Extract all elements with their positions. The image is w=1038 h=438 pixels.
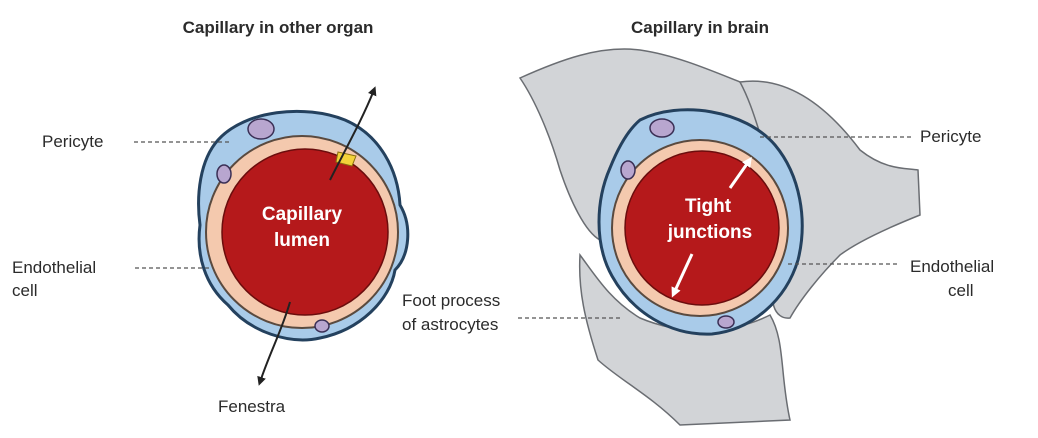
left-pericyte-label: Pericyte — [42, 132, 103, 151]
right-endothelial-label-line1: Endothelial — [910, 257, 994, 276]
left-bottom-nucleus — [315, 320, 329, 332]
left-title: Capillary in other organ — [183, 18, 374, 37]
right-endothelial-nucleus — [621, 161, 635, 179]
right-pericyte-nucleus — [650, 119, 674, 137]
left-endothelial-label-line2: cell — [12, 281, 38, 300]
left-endothelial-label-line1: Endothelial — [12, 258, 96, 277]
tight-junctions-label-line1: Tight — [685, 196, 732, 217]
tight-junctions-label-line2: junctions — [667, 222, 752, 243]
foot-process-label-line2: of astrocytes — [402, 315, 498, 334]
right-endothelial-label-line2: cell — [948, 281, 974, 300]
left-capillary: Capillary lumen — [199, 90, 408, 382]
left-lumen-label-line2: lumen — [274, 230, 330, 251]
left-lumen-label-line1: Capillary — [262, 204, 343, 225]
right-bottom-nucleus — [718, 316, 734, 328]
fenestra-label: Fenestra — [218, 397, 286, 416]
foot-process-label-line1: Foot process — [402, 291, 500, 310]
left-endothelial-nucleus — [217, 165, 231, 183]
right-capillary: Tight junctions — [520, 49, 920, 425]
left-pericyte-nucleus — [248, 119, 274, 139]
right-pericyte-label: Pericyte — [920, 127, 981, 146]
right-title: Capillary in brain — [631, 18, 769, 37]
